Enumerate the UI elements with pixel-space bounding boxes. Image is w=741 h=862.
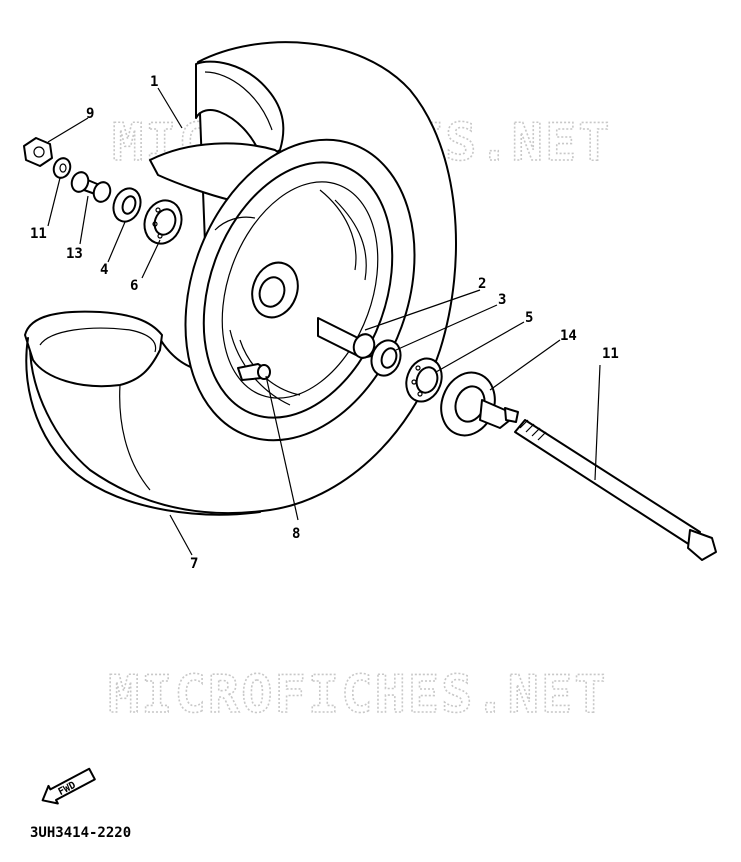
callout-6: 6: [130, 278, 138, 294]
callout-labels: 1 2 3 5 14 11 9 11 13 4 6 8 7: [30, 74, 619, 572]
wheel-rim: [184, 138, 416, 442]
collar-13: [70, 171, 112, 203]
valve-8: [237, 363, 271, 381]
callout-5: 5: [525, 310, 533, 326]
nut-9: [23, 137, 53, 167]
callout-14: 14: [560, 328, 577, 344]
callout-2: 2: [478, 276, 486, 292]
callout-9: 9: [86, 106, 94, 122]
callout-11-axle: 11: [602, 346, 619, 362]
bearing-5: [405, 357, 443, 403]
callout-3: 3: [498, 292, 506, 308]
callout-8: 8: [292, 526, 300, 542]
callout-1: 1: [150, 74, 158, 90]
leader-lines: [47, 87, 601, 556]
callout-11-washer: 11: [30, 226, 47, 242]
spacer-2: [317, 317, 377, 359]
watermark-bottom: MICROFICHES.NET: [108, 665, 608, 725]
callout-4: 4: [100, 262, 108, 278]
speedometer-gear-unit-14: [440, 371, 519, 437]
oil-seal-3: [370, 339, 402, 377]
diagram-code: 3UH3414-2220: [30, 825, 131, 841]
fwd-arrow: FWD: [41, 767, 96, 805]
bearing-6: [143, 199, 183, 245]
oil-seal-4: [112, 187, 142, 223]
front-axle-11: [514, 419, 717, 561]
washer-11: [52, 157, 72, 179]
callout-7: 7: [190, 556, 198, 572]
callout-13: 13: [66, 246, 83, 262]
